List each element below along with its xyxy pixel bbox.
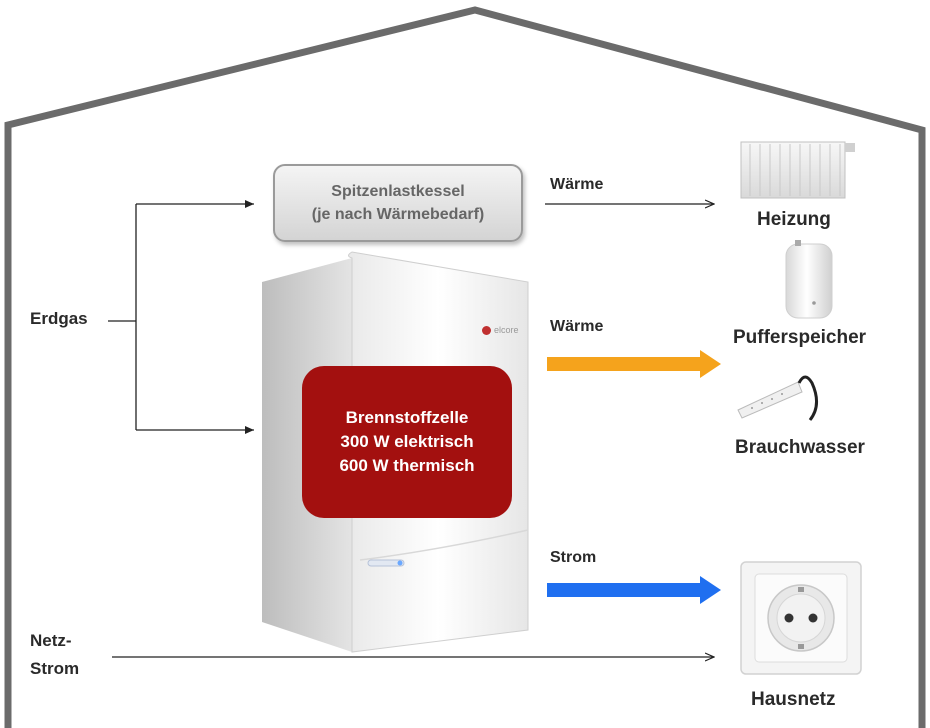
hot-water-label: Brauchwasser: [735, 437, 865, 458]
boiler-label-line2: (je nach Wärmebedarf): [311, 206, 485, 223]
fuel-cell-thermal: 600 W thermisch: [339, 455, 475, 475]
heat-boiler-label: Wärme: [550, 176, 604, 193]
shower-head-icon: [737, 375, 818, 421]
fuel-cell-title: Brennstoffzelle: [345, 408, 469, 428]
buffer-tank-label: Pufferspeicher: [733, 327, 867, 348]
grid-label-line2: Strom: [30, 659, 80, 678]
power-socket-icon: [740, 561, 862, 675]
brand-logo: elcore: [482, 325, 519, 335]
radiator-icon: [740, 141, 855, 199]
fuel-cell-box: Brennstoffzelle 300 W elektrisch 600 W t…: [302, 366, 512, 518]
power-arrow-fuel-cell: [547, 576, 721, 604]
heat-arrow-fuel-cell: [547, 350, 721, 378]
brand-logo-icon: [482, 325, 491, 335]
gas-supply-lines: [108, 200, 254, 434]
fuel-cell-electric: 300 W elektrisch: [340, 432, 474, 452]
heat-fuel-cell-label: Wärme: [550, 318, 604, 335]
heating-label: Heizung: [757, 209, 831, 230]
brand-text: elcore: [494, 325, 519, 335]
grid-label-line1: Netz-: [30, 631, 72, 650]
boiler-label-line1: Spitzenlastkessel: [331, 182, 465, 200]
house-grid-label: Hausnetz: [751, 689, 836, 710]
house-outline: [4, 6, 926, 728]
peak-load-boiler-box: Spitzenlastkessel (je nach Wärmebedarf): [273, 164, 523, 242]
erdgas-label: Erdgas: [30, 309, 88, 328]
storage-tank-icon: [785, 240, 833, 319]
power-fuel-cell-label: Strom: [550, 549, 597, 566]
